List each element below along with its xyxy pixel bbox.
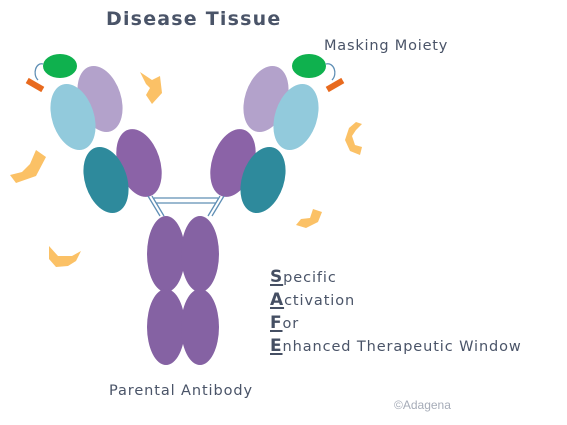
- masking-moiety-label: Masking Moiety: [324, 38, 449, 54]
- fc-ch3-right: [181, 289, 219, 365]
- left-masking-moiety: [43, 54, 77, 78]
- left-fab-arm: [25, 54, 162, 213]
- safe-word-rest: ctivation: [284, 293, 356, 309]
- left-vl-domain: [50, 84, 96, 150]
- safe-letter: E: [270, 336, 283, 356]
- protease-fragments: [10, 72, 362, 267]
- fc-ch2-left: [147, 216, 185, 292]
- safe-word-rest: pecific: [283, 270, 337, 286]
- protease-fragment: [345, 122, 362, 155]
- right-vh-domain: [240, 147, 286, 213]
- fc-ch3-left: [147, 289, 185, 365]
- protease-fragment: [296, 209, 322, 228]
- copyright-watermark: ©Adagena: [394, 398, 451, 412]
- right-fab-arm: [210, 54, 345, 213]
- fc-region: [147, 216, 219, 365]
- left-ch1-domain: [116, 129, 162, 197]
- left-vh-domain: [83, 147, 129, 213]
- right-linker-line: [325, 63, 336, 81]
- safe-letter: S: [270, 267, 284, 287]
- fc-ch2-right: [181, 216, 219, 292]
- protease-fragment: [140, 72, 162, 104]
- right-masking-moiety: [292, 54, 326, 78]
- left-cleavable-linker: [25, 77, 45, 93]
- safe-acronym: Specific Activation For Enhanced Therape…: [270, 266, 522, 358]
- safe-line-s: Specific: [270, 266, 522, 289]
- protease-fragment: [10, 150, 46, 183]
- safe-line-e: Enhanced Therapeutic Window: [270, 335, 522, 358]
- page-title: Disease Tissue: [106, 8, 282, 30]
- safe-line-a: Activation: [270, 289, 522, 312]
- hinge-region: [147, 195, 225, 217]
- safe-letter: A: [270, 290, 285, 310]
- right-cleavable-linker: [325, 77, 345, 93]
- right-vl-domain: [273, 84, 319, 150]
- protease-fragment: [49, 246, 81, 267]
- safe-line-f: For: [270, 312, 522, 335]
- parental-antibody-label: Parental Antibody: [109, 383, 253, 399]
- left-linker-line: [34, 63, 44, 81]
- safe-word-rest: nhanced Therapeutic Window: [282, 339, 522, 355]
- safe-word-rest: or: [282, 316, 300, 332]
- safe-letter: F: [270, 313, 283, 333]
